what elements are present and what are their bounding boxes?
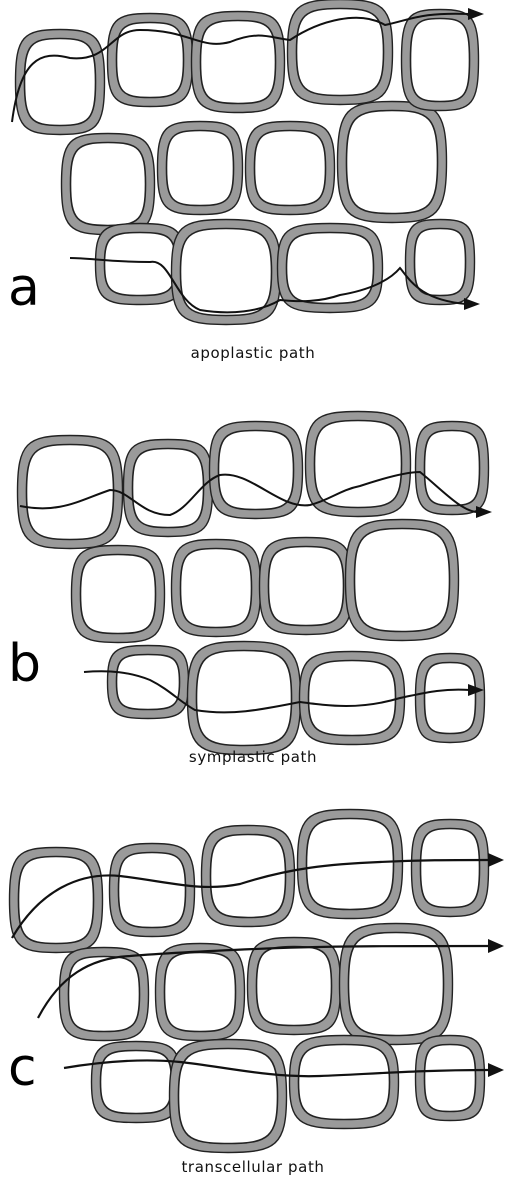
cell-membrane [257,947,332,1026]
cell-diagram-symplastic [0,380,506,780]
caption-transcellular: transcellular path [0,1158,506,1176]
panel-letter-c: c [8,1042,37,1094]
cell-membrane [415,229,466,296]
cell-membrane [197,651,292,746]
cell-membrane [425,431,480,506]
cell-membrane [201,21,276,104]
cell-diagram-apoplastic [0,0,506,380]
cell-membrane [349,933,444,1036]
cell-membrane [27,445,114,540]
cell-membrane [297,9,384,96]
cell-membrane [425,663,476,734]
cell-walls [18,412,489,755]
cell-membrane [255,131,326,206]
cell-membrane [71,143,146,226]
cell-membrane [181,549,252,628]
cell-membrane [315,421,402,508]
arrowhead-top [476,506,492,518]
cell-membrane [167,131,234,206]
cell-membrane [219,431,294,510]
cell-membrane [287,233,374,304]
arrowhead-middle [488,939,504,953]
panel-apoplastic: a apoplastic path [0,0,506,380]
arrowhead-bottom [464,298,480,310]
arrowhead-top [488,853,504,867]
cell-membrane [81,555,156,634]
caption-apoplastic: apoplastic path [0,344,506,362]
cell-membrane [119,853,186,928]
panel-transcellular: c transcellular path [0,780,506,1189]
cell-membrane [165,953,236,1032]
cell-membrane [19,857,94,944]
cell-membrane [105,233,176,296]
cell-membrane [211,835,286,918]
cell-membrane [117,655,180,710]
panel-letter-b: b [8,638,41,690]
cell-membrane [421,829,480,908]
cell-membrane [181,229,272,316]
arrowhead-bottom [488,1063,504,1077]
cell-membrane [299,1045,390,1120]
cell-membrane [411,19,470,102]
cell-membrane [347,111,438,214]
cell-membrane [69,957,140,1032]
cell-diagram-transcellular [0,780,506,1189]
cell-membrane [355,529,450,632]
panel-letter-a: a [8,262,40,314]
cell-walls [16,0,479,325]
cell-membrane [425,1045,476,1112]
caption-symplastic: symplastic path [0,748,506,766]
cell-membrane [25,39,96,126]
arrowhead-top [468,8,484,20]
cell-membrane [269,547,344,626]
cell-membrane [309,661,396,736]
panel-symplastic: b symplastic path [0,380,506,780]
